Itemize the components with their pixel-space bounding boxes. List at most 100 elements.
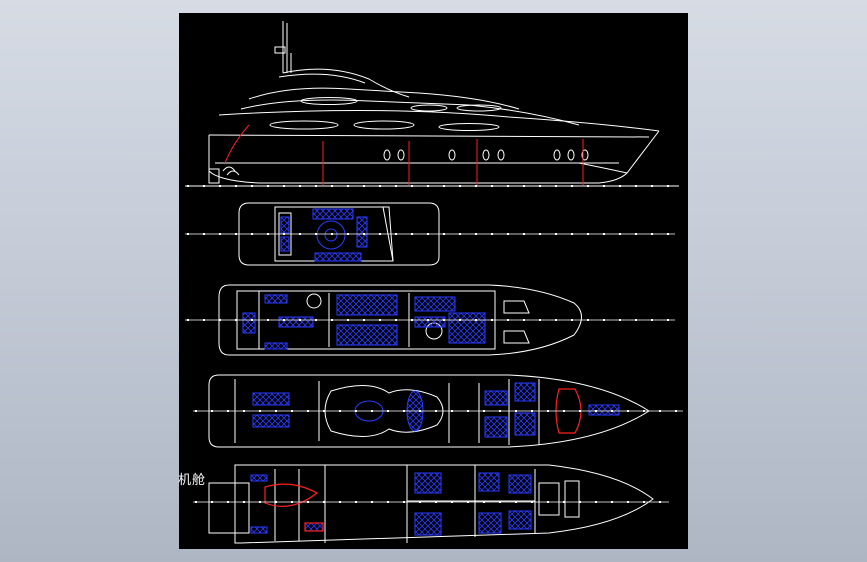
station-tick (515, 501, 517, 503)
station-tick (331, 233, 333, 235)
station-tick (667, 185, 669, 187)
cad-drawing-canvas (179, 13, 688, 549)
station-tick (619, 233, 621, 235)
station-tick (307, 501, 309, 503)
station-tick (643, 410, 645, 412)
station-tick (603, 185, 605, 187)
station-tick (371, 410, 373, 412)
station-tick (635, 319, 637, 321)
station-tick (347, 319, 349, 321)
station-tick (499, 410, 501, 412)
station-tick (203, 233, 205, 235)
station-tick (235, 319, 237, 321)
lower-deck-structure-white (538, 480, 580, 518)
station-tick (275, 410, 277, 412)
lower-deck-plan (208, 464, 654, 544)
station-tick (267, 233, 269, 235)
station-tick (443, 185, 445, 187)
station-tick (227, 410, 229, 412)
station-tick (483, 501, 485, 503)
station-tick (403, 410, 405, 412)
station-tick (251, 185, 253, 187)
lower-deck-tender (264, 483, 324, 532)
station-tick (563, 501, 565, 503)
station-tick (595, 410, 597, 412)
station-tick (635, 185, 637, 187)
station-tick (563, 410, 565, 412)
station-tick (187, 233, 189, 235)
station-tick (571, 185, 573, 187)
station-tick (539, 233, 541, 235)
station-tick (507, 319, 509, 321)
station-tick (355, 501, 357, 503)
station-tick (611, 410, 613, 412)
center-lines (185, 233, 683, 503)
lower-deck-furniture (250, 472, 532, 536)
station-tick (339, 501, 341, 503)
station-tick (427, 185, 429, 187)
station-tick (459, 185, 461, 187)
station-tick (195, 501, 197, 503)
station-tick (347, 185, 349, 187)
station-tick (491, 319, 493, 321)
station-tick (443, 319, 445, 321)
station-tick (619, 319, 621, 321)
station-tick (475, 319, 477, 321)
station-tick (515, 410, 517, 412)
station-tick (235, 233, 237, 235)
station-tick (667, 233, 669, 235)
station-tick (315, 319, 317, 321)
station-tick (467, 410, 469, 412)
station-tick (651, 185, 653, 187)
station-tick (547, 410, 549, 412)
station-tick (483, 410, 485, 412)
station-tick (555, 233, 557, 235)
station-tick (507, 233, 509, 235)
station-tick (235, 185, 237, 187)
station-tick (475, 185, 477, 187)
station-tick (379, 319, 381, 321)
station-tick (667, 319, 669, 321)
station-tick (387, 501, 389, 503)
station-tick (363, 233, 365, 235)
station-tick (211, 410, 213, 412)
station-tick (595, 501, 597, 503)
station-tick (267, 319, 269, 321)
station-tick (211, 501, 213, 503)
station-tick (299, 185, 301, 187)
station-tick (371, 501, 373, 503)
station-tick (579, 501, 581, 503)
station-tick (539, 185, 541, 187)
station-tick (355, 410, 357, 412)
station-tick (571, 319, 573, 321)
station-tick (547, 501, 549, 503)
station-tick (475, 233, 477, 235)
station-tick (363, 185, 365, 187)
station-tick (403, 501, 405, 503)
station-tick (387, 410, 389, 412)
station-tick (675, 410, 677, 412)
station-tick (627, 501, 629, 503)
station-tick (659, 501, 661, 503)
yacht-drawing (185, 21, 683, 544)
station-tick (259, 501, 261, 503)
station-tick (395, 319, 397, 321)
station-tick (651, 233, 653, 235)
station-tick (427, 319, 429, 321)
station-tick (339, 410, 341, 412)
station-tick (395, 185, 397, 187)
station-tick (259, 410, 261, 412)
station-tick (467, 501, 469, 503)
station-tick (427, 233, 429, 235)
station-tick (555, 319, 557, 321)
main-deck-tender (555, 388, 582, 434)
station-tick (331, 319, 333, 321)
station-tick (555, 185, 557, 187)
station-tick (603, 233, 605, 235)
station-tick (267, 185, 269, 187)
station-tick (419, 501, 421, 503)
station-tick (435, 501, 437, 503)
station-tick (331, 185, 333, 187)
station-tick (459, 233, 461, 235)
station-tick (283, 319, 285, 321)
